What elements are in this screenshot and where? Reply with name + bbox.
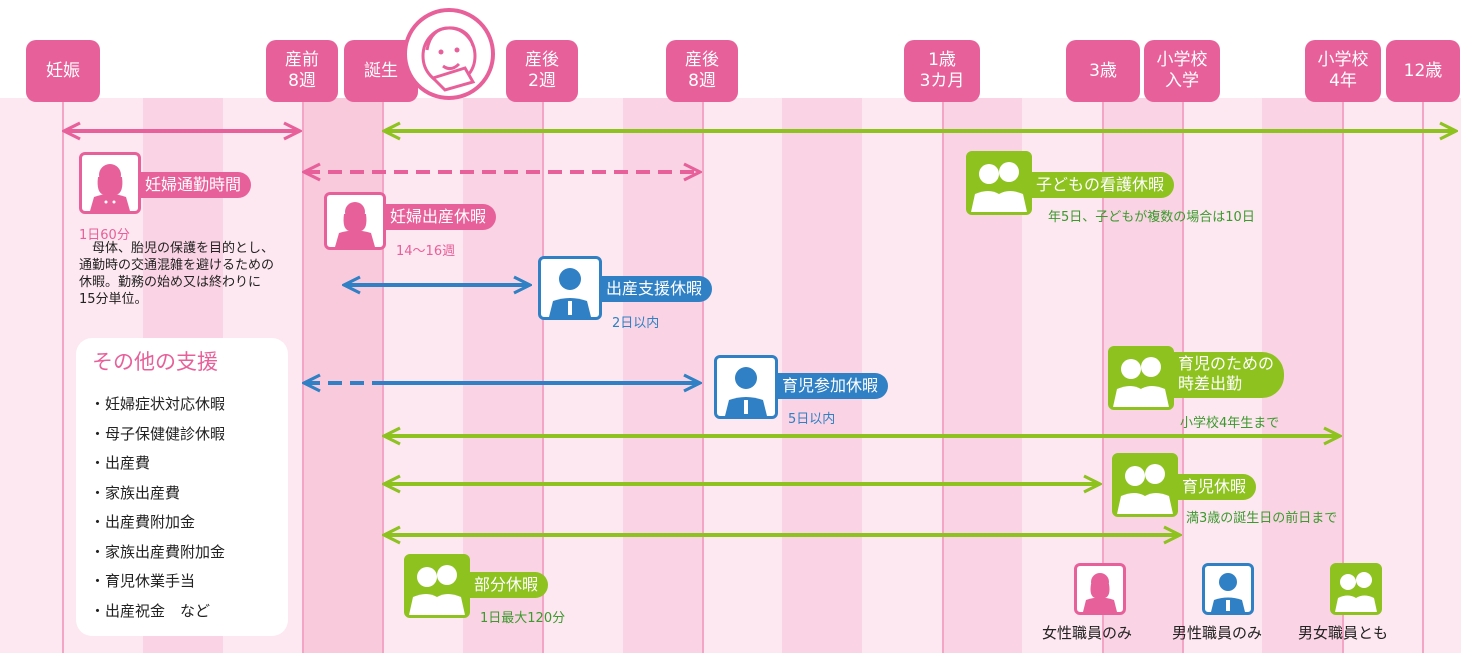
stage-label: 4年 xyxy=(1329,71,1357,91)
stage-label: 12歳 xyxy=(1403,60,1443,81)
both-staff-icon xyxy=(1112,453,1178,517)
leave-title: 妊婦出産休暇 xyxy=(386,204,497,230)
both-staff-icon xyxy=(966,151,1032,215)
stage-label: 入学 xyxy=(1165,71,1199,91)
leave-sub: 14〜16週 xyxy=(396,244,456,259)
leave-sub: 2日以内 xyxy=(612,316,660,331)
baby-icon xyxy=(403,8,495,100)
female-staff-icon xyxy=(79,152,141,214)
timeline-line xyxy=(1422,98,1424,653)
stage-label: 産後 xyxy=(685,50,719,70)
timeline-line xyxy=(542,98,544,653)
male-staff-icon xyxy=(538,256,602,320)
leave-title: 出産支援休暇 xyxy=(602,276,713,302)
list-item: ・出産費附加金 xyxy=(90,513,196,531)
legend-male-label: 男性職員のみ xyxy=(1172,624,1263,642)
stage-label: 妊娠 xyxy=(46,60,80,81)
timeline-line xyxy=(942,98,944,653)
stage-age-12: 12歳 xyxy=(1386,40,1460,102)
leave-title: 妊婦通勤時間 xyxy=(141,172,252,198)
stage-label: 3歳 xyxy=(1089,60,1117,81)
stage-elementary-entry: 小学校入学 xyxy=(1144,40,1220,102)
stage-label: 8週 xyxy=(288,71,316,91)
stage-label: 3カ月 xyxy=(919,71,965,91)
stage-label: 1歳 xyxy=(928,50,956,70)
stage-label: 2週 xyxy=(528,71,556,91)
leave-sub: 5日以内 xyxy=(788,412,836,427)
list-item: ・出産祝金 など xyxy=(90,601,211,620)
timeline-line xyxy=(702,98,704,653)
other-support-list: ・妊婦症状対応休暇 ・母子保健健診休暇 ・出産費 ・家族出産費 ・出産費附加金 … xyxy=(90,390,225,626)
stage-label: 小学校 xyxy=(1156,50,1208,70)
male-staff-icon xyxy=(714,355,778,419)
timeline-line xyxy=(1342,98,1344,653)
list-item: ・育児休業手当 xyxy=(90,572,196,590)
stage-label: 産後 xyxy=(525,50,559,70)
leave-description: 母体、胎児の保護を目的とし、通勤時の交通混雑を避けるための休暇。勤務の始め又は終… xyxy=(79,241,275,307)
stage-pregnancy: 妊娠 xyxy=(26,40,100,102)
list-item: ・家族出産費 xyxy=(90,483,181,502)
leave-sub: 1日最大120分 xyxy=(480,611,566,626)
stage-label: 8週 xyxy=(688,71,716,91)
list-item: ・妊婦症状対応休暇 xyxy=(90,395,226,413)
leave-sub: 年5日、子どもが複数の場合は10日 xyxy=(1048,210,1255,225)
list-item: ・家族出産費附加金 xyxy=(90,542,226,561)
other-support-title: その他の支援 xyxy=(92,350,218,374)
legend-male-icon xyxy=(1202,563,1254,615)
list-item: ・母子保健健診休暇 xyxy=(90,424,226,443)
baby-face-icon xyxy=(421,26,477,92)
leave-sub: 満3歳の誕生日の前日まで xyxy=(1186,511,1338,526)
both-staff-icon xyxy=(404,554,470,618)
legend-female-icon xyxy=(1074,563,1126,615)
other-support-panel: その他の支援 ・妊婦症状対応休暇 ・母子保健健診休暇 ・出産費 ・家族出産費 ・… xyxy=(76,338,288,636)
legend-both-icon xyxy=(1330,563,1382,615)
leave-title: 育児参加休暇 xyxy=(778,373,889,399)
legend-female-label: 女性職員のみ xyxy=(1042,624,1133,642)
female-staff-icon xyxy=(324,192,386,250)
leave-title-line: 時差出勤 xyxy=(1178,374,1243,393)
stage-label: 産前 xyxy=(285,50,319,70)
timeline-line xyxy=(1102,98,1104,653)
stage-label: 誕生 xyxy=(364,60,398,81)
timeline-line xyxy=(62,98,64,653)
timeline-line xyxy=(382,98,384,653)
leave-title-line: 育児のための xyxy=(1178,354,1275,373)
stage-age-3: 3歳 xyxy=(1066,40,1140,102)
legend-both-label: 男女職員とも xyxy=(1298,624,1389,642)
leave-sub: 小学校4年生まで xyxy=(1180,416,1280,431)
list-item: ・出産費 xyxy=(90,454,151,472)
leave-title: 子どもの看護休暇 xyxy=(1032,172,1175,198)
leave-title: 育児休暇 xyxy=(1178,474,1257,500)
both-staff-icon xyxy=(1108,346,1174,410)
stage-label: 小学校 xyxy=(1317,50,1369,70)
bg-stripe xyxy=(463,98,543,653)
leave-title: 育児のための 時差出勤 xyxy=(1174,352,1285,398)
leave-sub: 1日60分 xyxy=(79,228,130,243)
leave-title: 部分休暇 xyxy=(470,572,549,598)
